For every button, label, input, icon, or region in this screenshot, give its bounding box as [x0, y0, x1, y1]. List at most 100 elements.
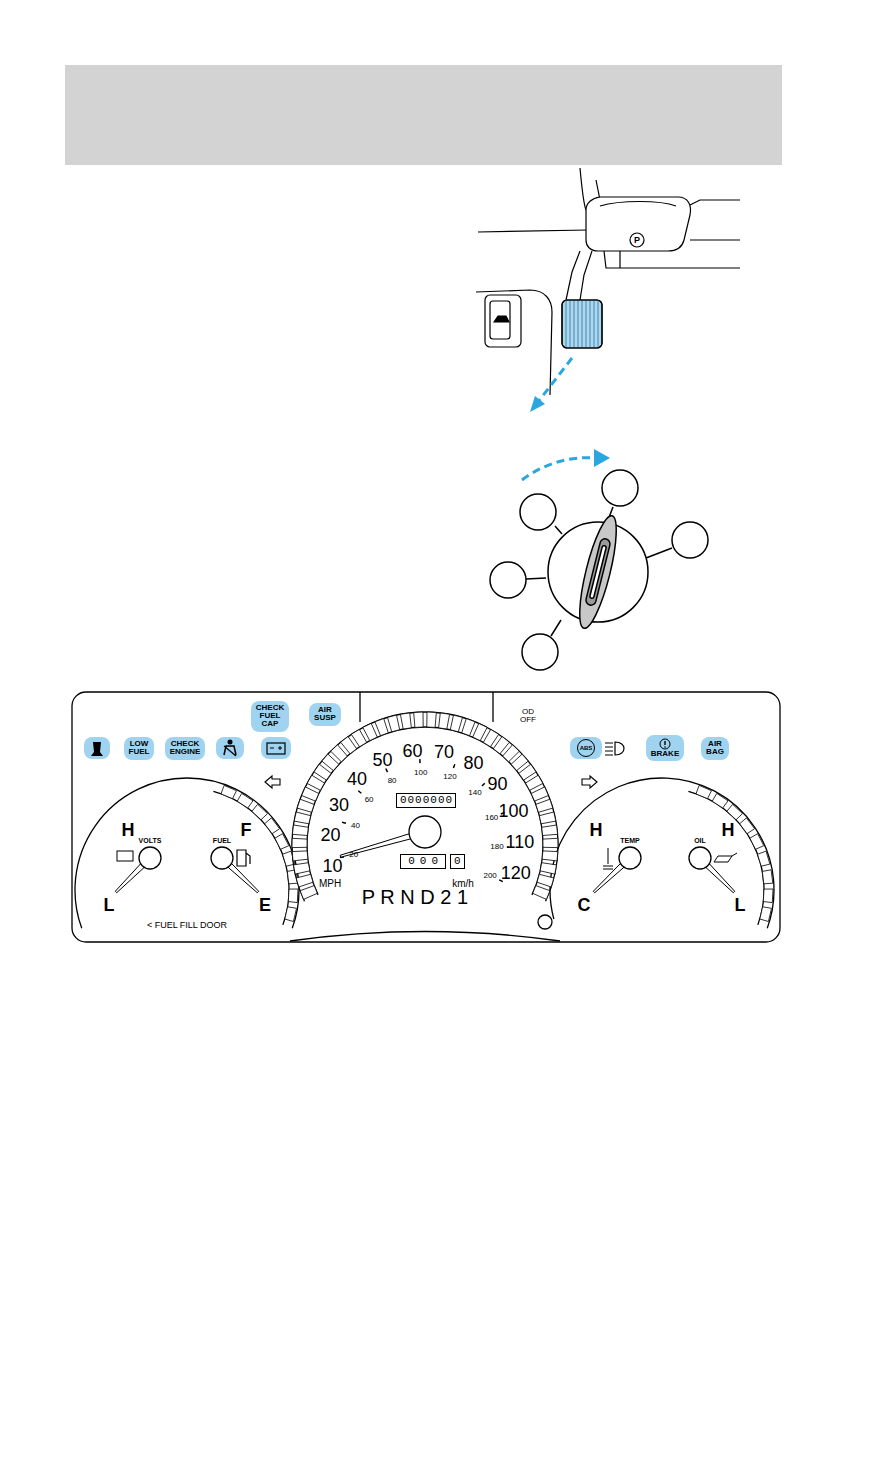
arrow-head [594, 449, 610, 467]
lamp-text: BRAKE [651, 750, 679, 758]
fuel-segment [275, 834, 289, 850]
gauge-label: C [578, 896, 591, 914]
warning-lamp: CHECK FUEL CAP [251, 701, 289, 732]
dial-number: 180 [490, 843, 503, 851]
speedo-segment [536, 799, 553, 812]
gauge-label: F [241, 821, 252, 839]
speedo-segment [462, 719, 475, 736]
warning-icons [84, 737, 737, 869]
speedo-segment [351, 729, 366, 746]
speedo-segment [537, 874, 554, 887]
dial-number: 60 [365, 796, 374, 804]
arrow-head [530, 396, 545, 412]
fuel-segment [252, 804, 268, 820]
dial-number: 40 [351, 822, 360, 830]
speedo-segment [543, 838, 558, 847]
fuel-segment [265, 818, 280, 834]
dial-number: 200 [483, 872, 496, 880]
oil-segment [696, 785, 712, 798]
dial-number: 120 [443, 773, 456, 781]
gauge-label: TEMP [620, 837, 639, 844]
lamp-text: AIR SUSP [314, 706, 336, 722]
gauge-label: FUEL [213, 837, 231, 844]
speedo-segment [292, 825, 308, 836]
speedo-segment [450, 715, 462, 732]
odometer-digits: 0 [453, 856, 462, 867]
speedo-segment [302, 787, 319, 801]
speedo-segment [292, 851, 308, 861]
speedo-segment [375, 719, 388, 736]
oil-segment [763, 889, 773, 903]
odometer-digits: 000 [403, 856, 443, 867]
oil-segment [740, 818, 755, 834]
lamp-text: LOW FUEL [129, 740, 150, 756]
speedo-segment [526, 775, 543, 790]
gauge-label: VOLTS [139, 837, 162, 844]
speedo-segment [542, 825, 558, 836]
odometer-digits: 0000000 [399, 795, 453, 806]
dial-number: 20 [321, 826, 341, 844]
dial-number: 10 [322, 857, 342, 875]
speedo-segment [414, 712, 424, 727]
gauge-label: P [634, 236, 640, 245]
header-band [65, 65, 782, 165]
dial-number: 60 [403, 742, 423, 760]
gauge-arc [75, 778, 299, 928]
motion-arrow [538, 358, 572, 402]
kmh-tick [358, 791, 361, 794]
gauge-arc [550, 778, 774, 928]
kmh-tick [342, 822, 346, 823]
gauge-label: L [104, 896, 115, 914]
fuel-segment [237, 793, 253, 808]
speedo-segment [531, 787, 548, 801]
oil-segment [750, 834, 764, 850]
gauge-label: OIL [694, 837, 706, 844]
speedo-segment [400, 713, 411, 729]
speedo-arc [292, 712, 558, 901]
speedo-segment [439, 713, 450, 729]
warning-lamp: AIR SUSP [309, 703, 341, 726]
oil-segment [727, 804, 743, 820]
warning-lamp: LOW FUEL [124, 737, 155, 760]
dial-number: 160 [485, 814, 498, 822]
speedo-segment [473, 723, 488, 740]
speedo-segment [533, 886, 550, 900]
oil-segment [760, 907, 772, 922]
needle-hub [619, 847, 641, 869]
gauge-label: < FUEL FILL DOOR [147, 921, 227, 930]
needle-hub [409, 816, 441, 848]
dial-number: 120 [501, 864, 531, 882]
speedo-segment [294, 812, 311, 824]
dial-number: 100 [414, 769, 427, 777]
brake-icon [659, 738, 671, 750]
lamp-text: CHECK FUEL CAP [256, 704, 284, 728]
speedo-segment [294, 863, 310, 874]
speedo-arc [307, 727, 543, 895]
speedo-segment [292, 838, 307, 847]
gauge-label: MPH [319, 879, 341, 889]
cluster-frame [72, 692, 780, 942]
lamp-text: AIR BAG [706, 740, 724, 756]
odometer-box: 000 [400, 854, 446, 869]
speedo-segment [427, 712, 437, 727]
speedo-segment [300, 886, 317, 900]
warning-lamp: BRAKE [646, 735, 684, 761]
needle-hub [139, 847, 161, 869]
gauge-label: E [259, 896, 271, 914]
pedal-illustration [476, 168, 740, 395]
odometer-box: 0000000 [396, 793, 456, 808]
lamp-text: CHECK ENGINE [170, 740, 201, 756]
gauge-label: H [590, 821, 603, 839]
warning-lamp: AIR BAG [701, 737, 729, 760]
speedo-segment [539, 812, 556, 824]
fuel-segment [285, 907, 297, 922]
dial-number: 50 [372, 751, 392, 769]
dial-number: 90 [487, 775, 507, 793]
oil-segment [758, 851, 770, 866]
gauge-strokes [75, 712, 774, 928]
oil-segment [762, 870, 773, 884]
rotation-arrow [522, 458, 598, 480]
odometer-box: 0 [450, 854, 465, 869]
dial-number: 80 [463, 754, 483, 772]
